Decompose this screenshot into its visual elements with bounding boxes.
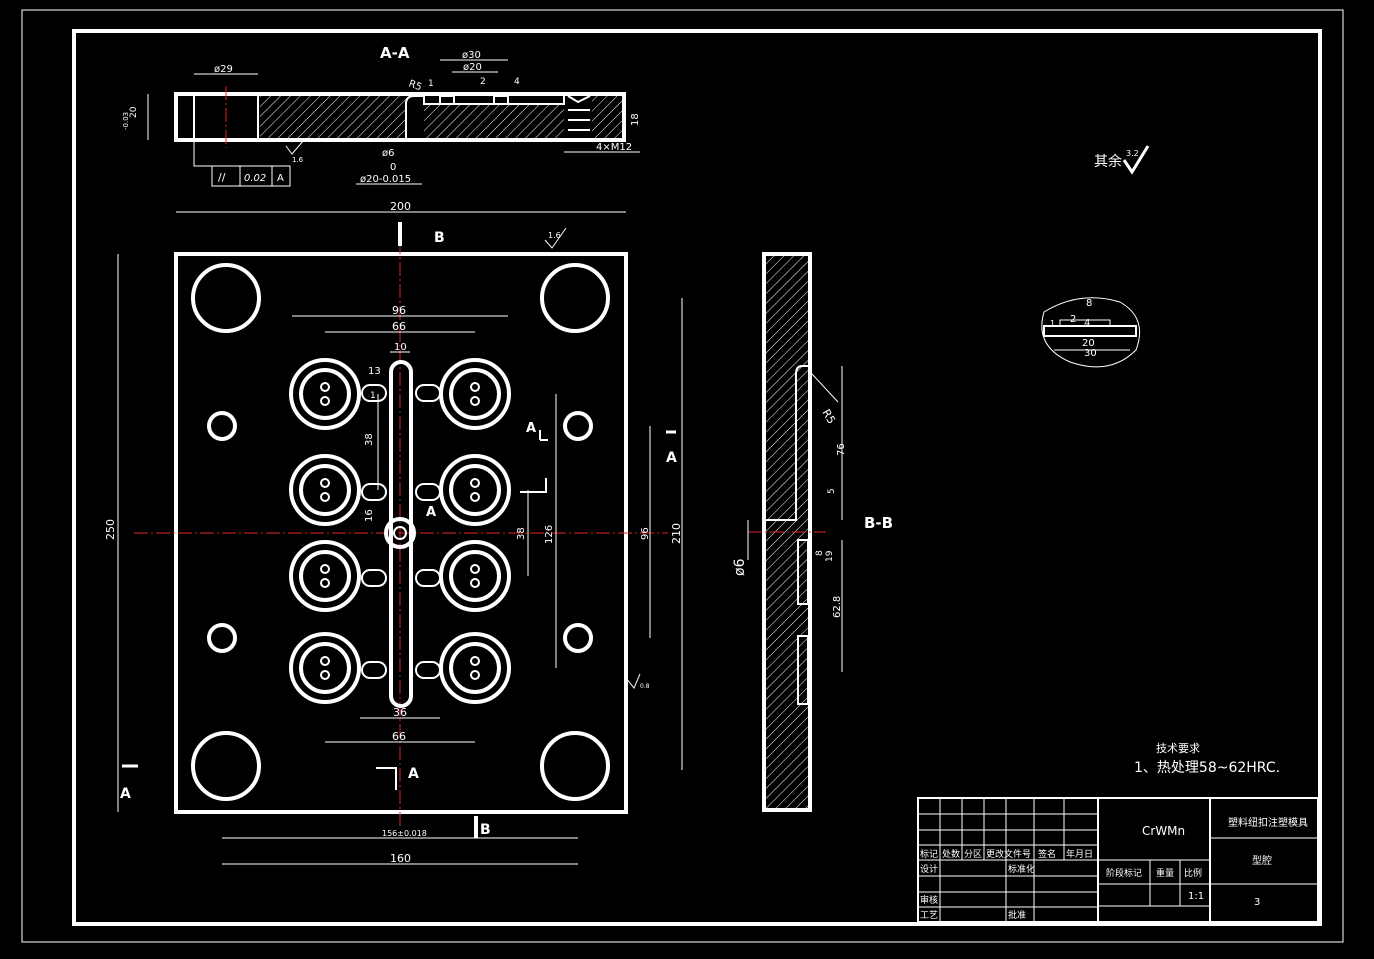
dim-2: 2 bbox=[480, 77, 486, 87]
title-block: 标记 处数 分区 更改文件号 签名 年月日 设计 标准化 阶段标记 重量 比例 … bbox=[917, 797, 1319, 923]
label-a-mid: A bbox=[526, 421, 536, 436]
dim-d6: ø6 bbox=[382, 148, 394, 159]
bb-dim-d6: ø6 bbox=[732, 558, 748, 576]
gdt-symbol: // bbox=[218, 171, 226, 184]
detail-dim-2: 2 bbox=[1070, 314, 1076, 325]
tech-item: 1、热处理58~62HRC. bbox=[1134, 760, 1280, 776]
dim-16: 16 bbox=[364, 509, 375, 522]
dim-1: 1 bbox=[370, 391, 376, 401]
dim-96-top: 96 bbox=[392, 304, 406, 317]
dim-w200: 200 bbox=[390, 200, 411, 213]
tb-scale-h: 比例 bbox=[1184, 867, 1202, 879]
detail-dim-4: 4 bbox=[1084, 318, 1090, 329]
bb-dim-76: 76 bbox=[836, 443, 847, 456]
dim-h250: 250 bbox=[104, 519, 117, 540]
label-a-center: A bbox=[426, 505, 436, 520]
label-a-left: A bbox=[120, 786, 131, 802]
dim-h210: 210 bbox=[670, 523, 683, 544]
dim-156: 156±0.018 bbox=[382, 829, 427, 838]
tb-std: 标准化 bbox=[1008, 863, 1035, 875]
roughness-note-value: 3.2 bbox=[1126, 149, 1139, 158]
detail-dim-20: 20 bbox=[1082, 338, 1095, 349]
bb-dim-8: 8 bbox=[815, 550, 825, 556]
label-a-bottom: A bbox=[408, 766, 419, 782]
label-a-right: A bbox=[666, 450, 677, 466]
detail-dim-30: 30 bbox=[1084, 348, 1097, 359]
dim-h18: 18 bbox=[630, 113, 641, 126]
tb-material: CrWMn bbox=[1142, 824, 1185, 838]
plan-roughness-2: 0.8 bbox=[640, 683, 650, 690]
detail-dim-8: 8 bbox=[1086, 298, 1092, 309]
dim-96-side: 96 bbox=[640, 527, 651, 540]
dim-r5: R5 bbox=[407, 78, 423, 93]
tb-h3: 分区 bbox=[964, 849, 982, 860]
tb-design: 设计 bbox=[920, 863, 938, 875]
tb-h2: 处数 bbox=[942, 848, 960, 860]
dim-4: 4 bbox=[514, 77, 520, 87]
dim-66-bot: 66 bbox=[392, 730, 406, 743]
label-b-bot: B bbox=[480, 822, 491, 838]
tb-process: 工艺 bbox=[920, 910, 938, 921]
tb-part: 型腔 bbox=[1252, 854, 1272, 867]
plan-roughness: 1.6 bbox=[548, 231, 561, 240]
dim-38b: 38 bbox=[516, 527, 527, 540]
gdt-frame bbox=[211, 165, 291, 187]
tb-approve: 批准 bbox=[1008, 909, 1026, 921]
dim-38a: 38 bbox=[364, 433, 375, 446]
tb-h6: 年月日 bbox=[1066, 848, 1093, 860]
bb-dim-5: 5 bbox=[827, 488, 837, 494]
dim-1: 1 bbox=[428, 79, 434, 89]
dim-10: 10 bbox=[394, 342, 407, 353]
plan-view: 200 250 210 96 bbox=[104, 200, 683, 865]
gdt-datum: A bbox=[277, 173, 284, 184]
bb-dim-19: 19 bbox=[825, 550, 835, 562]
tb-weight: 重量 bbox=[1156, 867, 1174, 879]
outer-border bbox=[21, 9, 1344, 943]
dim-tol0: 0 bbox=[390, 162, 396, 173]
roughness-check-icon bbox=[1122, 145, 1150, 175]
tech-heading: 技术要求 bbox=[1156, 742, 1200, 755]
tb-name: 塑料纽扣注塑模具 bbox=[1228, 816, 1308, 829]
aa-roughness: 1.6 bbox=[292, 156, 304, 164]
gdt-value: 0.02 bbox=[244, 173, 266, 184]
dim-h20: 20 bbox=[129, 106, 139, 118]
tb-h4: 更改文件号 bbox=[986, 848, 1031, 860]
dim-d20tol: ø20-0.015 bbox=[360, 174, 411, 185]
dim-d20: ø20 bbox=[463, 62, 482, 73]
bb-dim-628: 62.8 bbox=[832, 596, 843, 618]
tech-requirements: 技术要求 1、热处理58~62HRC. bbox=[1134, 742, 1280, 776]
dim-m12: 4×M12 bbox=[596, 142, 632, 153]
dim-126: 126 bbox=[544, 525, 555, 544]
detail-view: 8 2 4 20 30 1 bbox=[1041, 297, 1140, 368]
roughness-note: 其余 3.2 bbox=[1094, 145, 1150, 175]
dim-160: 160 bbox=[390, 852, 411, 865]
tb-h5: 签名 bbox=[1038, 848, 1056, 860]
dim-66-top: 66 bbox=[392, 320, 406, 333]
tb-number: 3 bbox=[1254, 897, 1260, 908]
tb-scale: 1:1 bbox=[1188, 891, 1204, 902]
tb-review: 审核 bbox=[920, 894, 938, 906]
roughness-note-text: 其余 bbox=[1094, 153, 1122, 170]
section-bb-title: B-B bbox=[864, 514, 893, 532]
section-aa-view: A-A ø29 ø30 ø20 2 4 1 R5 20 -0.03 18 4×M… bbox=[122, 44, 641, 187]
detail-dim-1: 1 bbox=[1050, 319, 1055, 328]
dim-13: 13 bbox=[368, 366, 381, 377]
tb-h1: 标记 bbox=[920, 848, 938, 860]
section-bb-view: B-B R5 76 5 ø6 8 19 62.8 bbox=[732, 252, 893, 812]
inner-frame bbox=[72, 29, 1322, 926]
dim-h20-tol: -0.03 bbox=[122, 112, 130, 130]
section-aa-title: A-A bbox=[380, 44, 410, 62]
bb-dim-r5: R5 bbox=[819, 407, 838, 426]
dim-d30: ø30 bbox=[462, 50, 481, 61]
label-b-top: B bbox=[434, 230, 445, 246]
dim-36: 36 bbox=[393, 706, 407, 719]
tb-stage: 阶段标记 bbox=[1106, 867, 1142, 879]
dim-d29: ø29 bbox=[214, 64, 233, 75]
